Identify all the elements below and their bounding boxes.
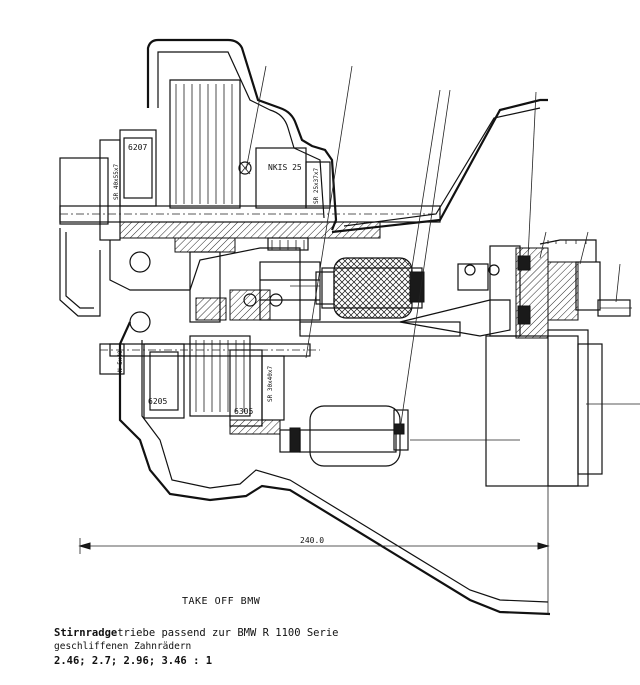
- caption-line-2: geschliffenen Zahnrädern: [54, 641, 192, 652]
- dimension-label: 240.0: [300, 536, 324, 545]
- caption-line-1-bold: Stirnradge: [54, 627, 118, 639]
- part-labels: 6207 NKIS 25 SR 40x55x7 SR 25x37x7 6205 …: [113, 143, 320, 416]
- output-coupling: [299, 239, 632, 339]
- label-seal-25x37x7: SR 25x37x7: [313, 167, 320, 204]
- leader-lines: [245, 65, 621, 431]
- label-bearing-6207: 6207: [128, 143, 147, 152]
- input-shaft: [59, 205, 441, 239]
- cone-guard: [331, 98, 548, 234]
- label-seal-30x40x7: SR 30x40x7: [267, 365, 274, 402]
- rubber-coupling: [315, 257, 425, 319]
- caption-ratios: 2.46; 2.7; 2.96; 3.46 : 1: [54, 655, 213, 667]
- left-flange: [59, 139, 121, 317]
- lower-housing: [99, 321, 551, 616]
- upper-housing: [119, 38, 338, 231]
- caption-line-1-rest: triebe passend zur BMW R 1100 Serie: [117, 627, 339, 639]
- label-bearing-nkis25: NKIS 25: [268, 163, 302, 172]
- gear-centre: [109, 237, 321, 333]
- label-bearing-6305: 6305: [234, 407, 253, 416]
- drawing-title: TAKE OFF BMW: [182, 596, 261, 607]
- dimension-240: 240.0: [78, 536, 550, 554]
- label-bearing-6205: 6205: [148, 397, 167, 406]
- label-seal-40x55x7: SR 40x55x7: [113, 163, 120, 200]
- label-side-mark: N 5x40: [117, 350, 124, 372]
- caption-line-1: Stirnradgetriebe passend zur BMW R 1100 …: [54, 627, 338, 639]
- right-housing: [410, 329, 640, 614]
